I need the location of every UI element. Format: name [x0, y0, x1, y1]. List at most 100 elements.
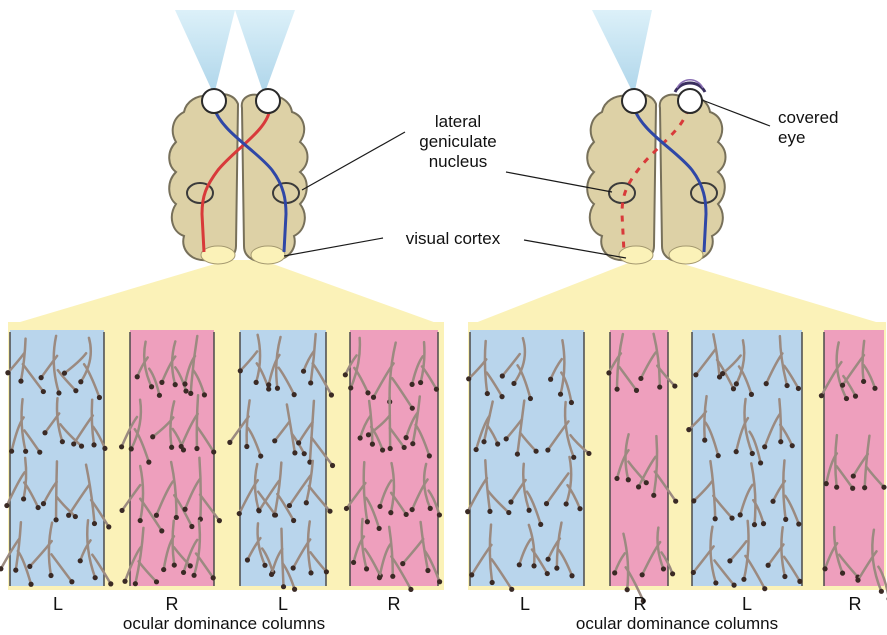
open-eye: [622, 89, 646, 113]
axon-terminal: [834, 485, 839, 490]
axon-terminal: [790, 443, 795, 448]
covered-eye-label-line1: covered: [778, 108, 838, 128]
axon-terminal: [783, 517, 788, 522]
axon-terminal: [651, 493, 656, 498]
axon-terminal: [500, 373, 505, 378]
axon-terminal: [157, 393, 162, 398]
covered-eye-label: covered eye: [778, 108, 838, 148]
axon-terminal: [73, 388, 78, 393]
axon-terminal: [211, 575, 216, 580]
axon-terminal: [366, 432, 371, 437]
visual-cortex-right: [669, 246, 703, 264]
axon-terminal: [504, 436, 509, 441]
axon-terminal: [693, 372, 698, 377]
axon-terminal: [750, 451, 755, 456]
axon-terminal: [437, 579, 442, 584]
axon-terminal: [73, 514, 78, 519]
covered-eye: [678, 89, 702, 113]
axon-terminal: [872, 386, 877, 391]
axon-terminal: [183, 388, 188, 393]
axon-terminal: [119, 444, 124, 449]
axon-terminal: [672, 383, 677, 388]
axon-terminal: [154, 513, 159, 518]
axon-terminal: [41, 501, 46, 506]
axon-terminal: [778, 439, 783, 444]
axon-terminal: [673, 499, 678, 504]
axon-terminal: [182, 507, 187, 512]
axon-terminal: [713, 580, 718, 585]
axon-terminal: [188, 563, 193, 568]
covered-eye-label-line2: eye: [778, 128, 838, 148]
axon-terminal: [862, 485, 867, 490]
axon-terminal: [129, 446, 134, 451]
left-panel-column-label-1: L: [53, 594, 63, 615]
axon-terminal: [23, 449, 28, 454]
axon-terminal: [78, 379, 83, 384]
axon-terminal: [365, 390, 370, 395]
axon-terminal: [538, 522, 543, 527]
axon-terminal: [343, 372, 348, 377]
axon-terminal: [37, 450, 42, 455]
axon-terminal: [508, 499, 513, 504]
axon-terminal: [364, 566, 369, 571]
axon-terminal: [344, 506, 349, 511]
axon-terminal: [879, 589, 884, 594]
axon-terminal: [304, 500, 309, 505]
axon-terminal: [181, 570, 186, 575]
axon-terminal: [764, 381, 769, 386]
axon-terminal: [159, 528, 164, 533]
axon-terminal: [4, 503, 9, 508]
axon-terminal: [729, 516, 734, 521]
lgn-label-line1: lateral: [419, 112, 497, 132]
axon-terminal: [548, 377, 553, 382]
axon-terminal: [244, 444, 249, 449]
axon-terminal: [855, 578, 860, 583]
axon-terminal: [56, 390, 61, 395]
axon-terminal: [554, 566, 559, 571]
axon-terminal: [371, 395, 376, 400]
axon-terminal: [308, 380, 313, 385]
axon-terminal: [640, 572, 645, 577]
axon-terminal: [159, 380, 164, 385]
axon-terminal: [217, 518, 222, 523]
axon-terminal: [62, 371, 67, 376]
axon-terminal: [292, 587, 297, 592]
right-panel-caption: ocular dominance columns: [576, 614, 778, 634]
left-panel-column-label-2: R: [166, 594, 179, 615]
lgn-label-line2: geniculate: [419, 132, 497, 152]
axon-terminal: [388, 510, 393, 515]
brain-right-hemisphere: [660, 95, 726, 261]
axon-terminal: [358, 435, 363, 440]
axon-terminal: [661, 566, 666, 571]
axon-terminal: [69, 579, 74, 584]
axon-terminal: [427, 453, 432, 458]
axon-terminal: [409, 382, 414, 387]
axon-terminal: [770, 499, 775, 504]
axon-terminal: [380, 447, 385, 452]
axon-terminal: [670, 571, 675, 576]
axon-terminal: [762, 444, 767, 449]
axon-terminal: [481, 439, 486, 444]
axon-terminal: [506, 510, 511, 515]
axon-terminal: [154, 579, 159, 584]
axon-terminal: [533, 449, 538, 454]
axon-terminal: [296, 440, 301, 445]
axon-terminal: [720, 371, 725, 376]
axon-terminal: [487, 509, 492, 514]
axon-terminal: [782, 574, 787, 579]
axon-terminal: [237, 511, 242, 516]
axon-terminal: [686, 427, 691, 432]
visual-cortex-left: [619, 246, 653, 264]
right-panel-column-label-3: L: [742, 594, 752, 615]
axon-terminal: [734, 381, 739, 386]
axon-terminal: [327, 509, 332, 514]
axon-terminal: [762, 586, 767, 591]
axon-terminal: [544, 501, 549, 506]
brain-right-hemisphere: [242, 95, 308, 261]
brain-left-hemisphere: [587, 94, 656, 261]
axon-terminal: [527, 508, 532, 513]
axon-terminal: [53, 517, 58, 522]
axon-terminal: [638, 376, 643, 381]
axon-terminal: [758, 460, 763, 465]
axon-terminal: [370, 442, 375, 447]
